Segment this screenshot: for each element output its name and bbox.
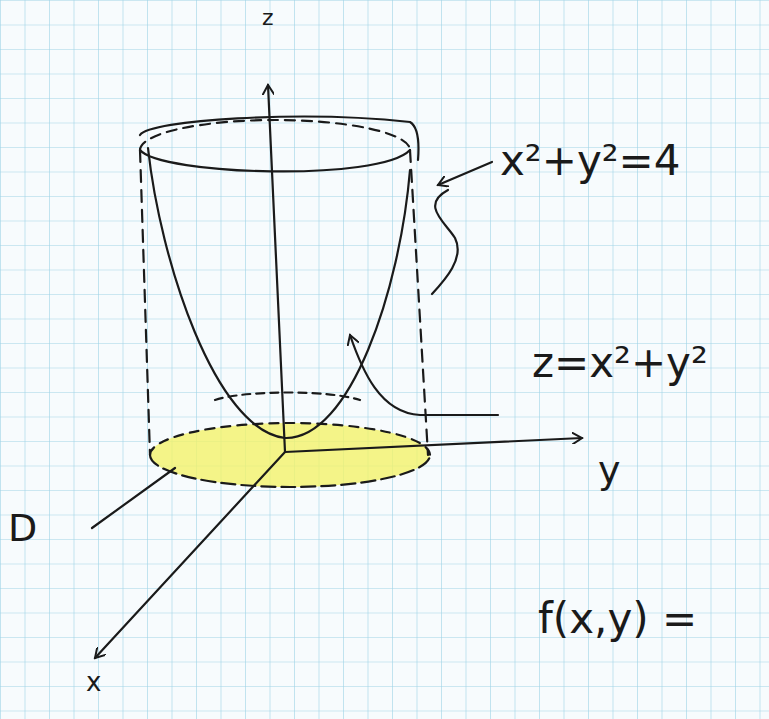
leader-line — [438, 162, 492, 185]
x-axis — [95, 452, 285, 658]
axis-label: z — [262, 6, 274, 30]
paraboloid-section — [215, 393, 360, 401]
cylinder-side — [410, 150, 428, 455]
paraboloid — [148, 148, 410, 438]
region-back — [150, 423, 430, 455]
region-label: D — [8, 508, 37, 550]
equation-label: x²+y²=4 — [500, 138, 681, 184]
region-front — [150, 455, 430, 487]
equation-label: z=x²+y² — [532, 340, 708, 386]
leader-squiggle — [432, 190, 458, 294]
leader-line — [350, 335, 498, 415]
y-axis — [285, 438, 582, 452]
cylinder-side — [140, 150, 150, 455]
region-d-fill — [150, 423, 430, 487]
axis-label: y — [598, 450, 621, 492]
cylinder-top-front — [140, 150, 410, 171]
z-axis — [268, 85, 285, 452]
axis-label: x — [86, 668, 101, 697]
function-label: f(x,y) = — [538, 596, 697, 642]
leader-line — [92, 468, 175, 528]
cylinder-rim — [140, 117, 418, 160]
